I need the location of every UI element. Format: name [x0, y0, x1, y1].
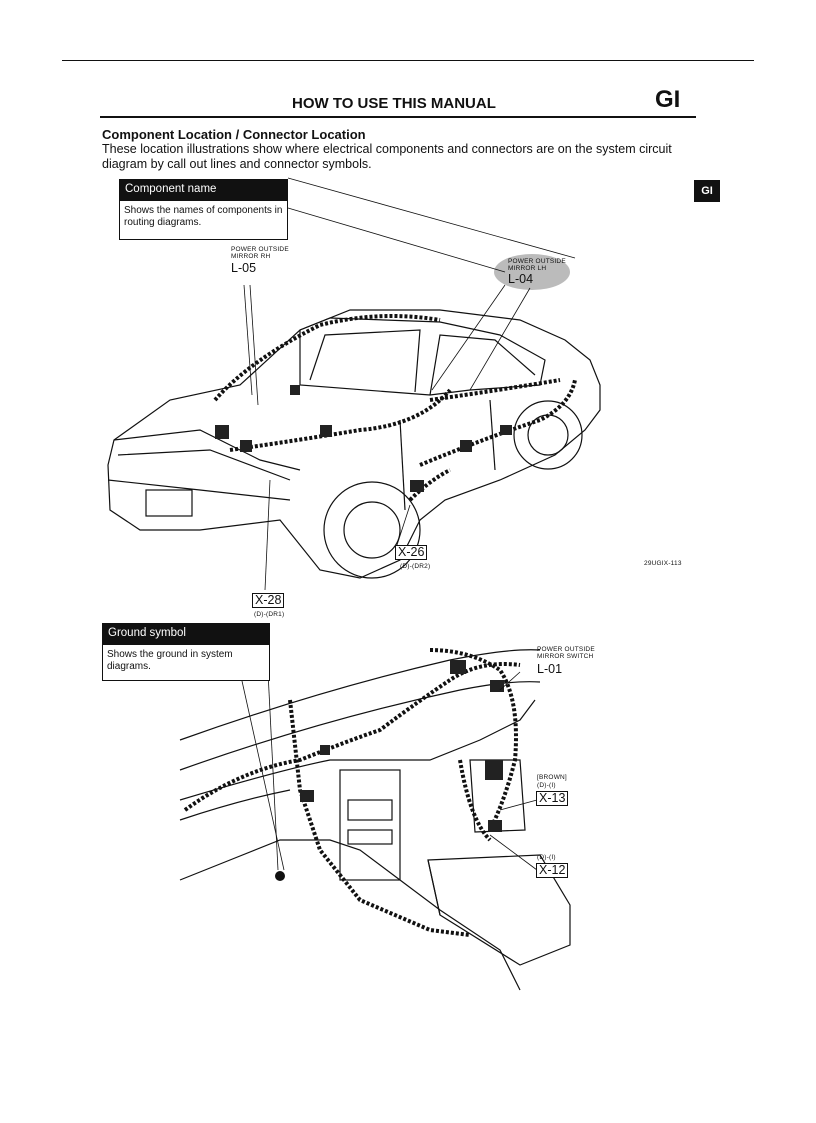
- section-heading: Component Location / Connector Location: [102, 127, 366, 142]
- car-illustration: [107, 309, 601, 579]
- mirror-lh-marker: [494, 254, 570, 290]
- mirror-lh-label-line1: POWER OUTSIDE: [508, 258, 566, 265]
- mirror-switch-code: L-01: [537, 662, 563, 676]
- mirror-rh-label-line2: MIRROR RH: [231, 253, 271, 260]
- figure1-leaders: [243, 177, 576, 591]
- section-code: GI: [655, 86, 681, 113]
- connector-x13-sub: (D)-(I): [537, 782, 556, 789]
- connector-x13-color: [BROWN]: [537, 774, 567, 781]
- mirror-lh-code: L-04: [508, 272, 534, 286]
- mirror-lh-label-line2: MIRROR LH: [508, 265, 547, 272]
- ground-symbol-callout-body: Shows the ground in system diagrams.: [102, 645, 270, 681]
- mirror-switch-label-line1: POWER OUTSIDE: [537, 646, 595, 653]
- figure2-leaders: [239, 671, 538, 871]
- mirror-rh-code: L-05: [231, 261, 257, 275]
- connector-x12: X-12: [536, 863, 569, 878]
- ground-symbol-callout-title: Ground symbol: [102, 623, 270, 645]
- car-harness: [213, 314, 577, 502]
- connector-x12-sub: (D)-(I): [537, 854, 556, 861]
- mirror-switch-label-line2: MIRROR SWITCH: [537, 653, 594, 660]
- page-header-title: HOW TO USE THIS MANUAL: [292, 95, 496, 112]
- car-components: [215, 385, 512, 492]
- section-tab[interactable]: GI: [694, 180, 720, 202]
- connector-x28-sub: (D)-(DR1): [254, 611, 285, 618]
- component-name-callout-body: Shows the names of components in routing…: [119, 201, 288, 240]
- top-rule: [62, 60, 754, 61]
- connector-x13: X-13: [536, 791, 569, 806]
- connector-x26-sub: (D)-(DR2): [400, 563, 431, 570]
- connector-x26: X-26: [395, 545, 428, 560]
- dashboard-components: [300, 660, 504, 832]
- header-rule: [100, 116, 696, 118]
- mirror-rh-label-line1: POWER OUTSIDE: [231, 246, 289, 253]
- section-paragraph: These location illustrations show where …: [102, 142, 672, 171]
- figure1-id: 29UGIX-113: [644, 560, 682, 567]
- ground-symbol-icon: [275, 871, 285, 881]
- dashboard-harness: [183, 648, 521, 937]
- connector-x28: X-28: [252, 593, 285, 608]
- component-name-callout-title: Component name: [119, 179, 288, 201]
